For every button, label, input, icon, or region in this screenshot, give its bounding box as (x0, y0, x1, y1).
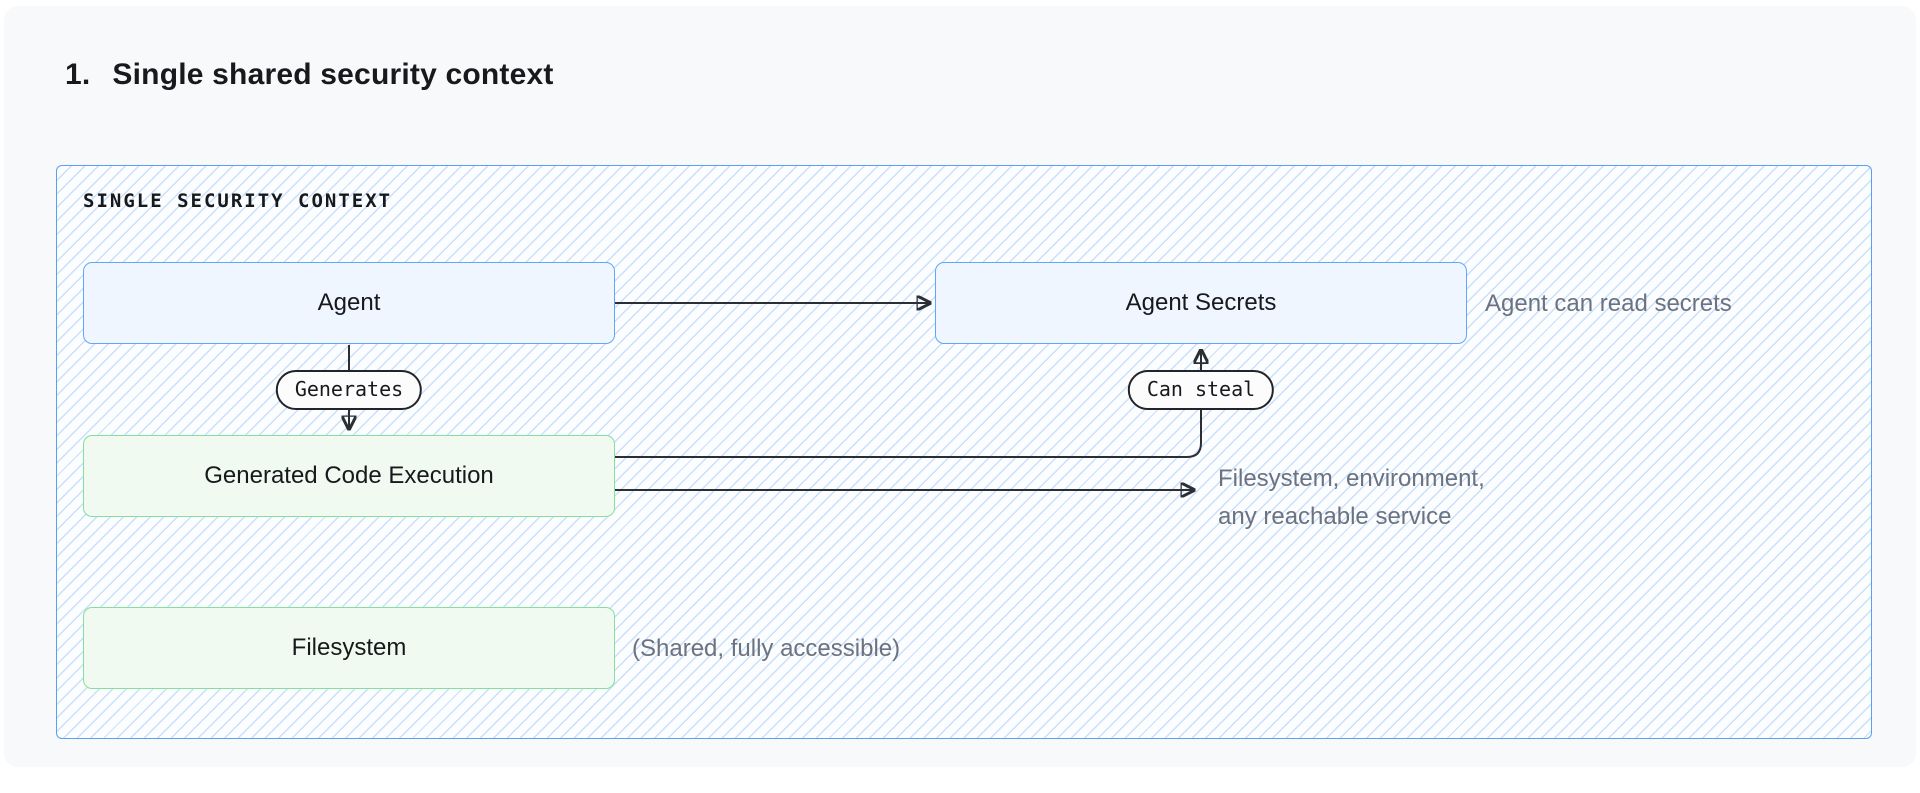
page-title-text: Single shared security context (112, 58, 554, 91)
node-agent-secrets-label: Agent Secrets (1125, 289, 1277, 316)
node-agent-label: Agent (317, 289, 381, 316)
annotation-reachable-line2: any reachable service (1218, 503, 1452, 530)
page-title-number: 1. (65, 58, 91, 91)
edge-gce-to-secrets (615, 351, 1201, 458)
annotation-agent-can-read-secrets: Agent can read secrets (1485, 290, 1732, 317)
annotation-reachable-line1: Filesystem, environment, (1218, 465, 1485, 492)
node-filesystem: Filesystem (83, 607, 615, 689)
node-generated-code-execution: Generated Code Execution (83, 435, 615, 517)
container-label: SINGLE SECURITY CONTEXT (83, 190, 393, 212)
page-title: 1. Single shared security context (65, 58, 554, 92)
node-filesystem-label: Filesystem (291, 634, 407, 661)
node-agent: Agent (83, 262, 615, 344)
node-generated-code-execution-label: Generated Code Execution (204, 462, 494, 489)
annotation-reachable-services: Filesystem, environment, any reachable s… (1218, 460, 1485, 536)
edge-label-generates: Generates (275, 370, 423, 410)
edge-label-can-steal: Can steal (1127, 370, 1275, 410)
page-panel: 1. Single shared security context SINGLE… (4, 6, 1916, 767)
annotation-shared-fully-accessible: (Shared, fully accessible) (632, 635, 901, 662)
security-context-diagram: SINGLE SECURITY CONTEXT Agent Agent Secr… (56, 165, 1872, 739)
node-agent-secrets: Agent Secrets (935, 262, 1467, 344)
